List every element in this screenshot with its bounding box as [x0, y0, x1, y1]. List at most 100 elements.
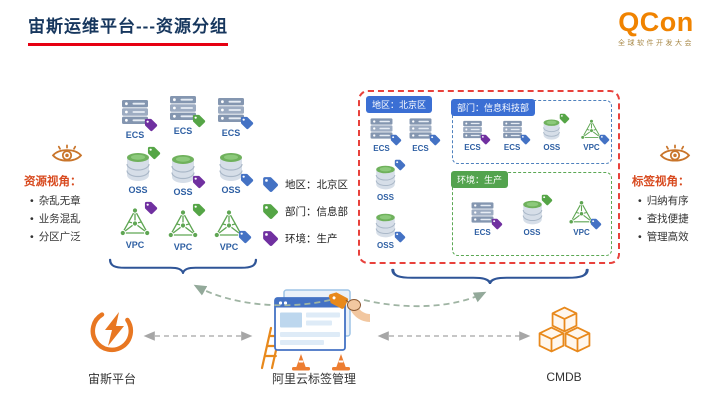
tag-icon	[192, 203, 206, 217]
tag-icon	[262, 203, 279, 220]
resource-label: ECS	[503, 143, 521, 152]
cmdb-label: CMDB	[546, 370, 582, 384]
resource-label: VPC	[219, 242, 239, 252]
arrow-tag-to-groups	[363, 291, 487, 308]
tag-legend: 地区：北京区 部门：信息部 环境：生产	[262, 176, 348, 257]
eye-icon	[50, 144, 84, 165]
resource-ecs: ECS	[208, 94, 254, 138]
page-title: 宙斯运维平台---资源分组	[28, 12, 228, 46]
resource-label: VPC	[173, 242, 193, 252]
hand-with-tag-icon	[328, 292, 370, 322]
resource-view-panel: 资源视角： 杂乱无章 业务混乱 分区广泛	[24, 144, 110, 247]
resource-oss: OSS	[372, 212, 399, 250]
resource-label: ECS	[373, 144, 390, 153]
tag-icon	[520, 134, 531, 145]
legend-label: 部门：信息部	[285, 206, 348, 218]
resource-oss: OSS	[372, 164, 399, 202]
qcon-logo-text: QCon	[618, 7, 694, 37]
tag-manager-label: 阿里云标签管理	[271, 372, 356, 386]
tag-icon	[394, 159, 406, 171]
resource-ecs: ECS	[501, 118, 524, 152]
resource-label: OSS	[221, 185, 241, 195]
environment-group-box: 环境：生产 ECS OSS VPC	[451, 171, 612, 256]
bullet-item: 管理高效	[638, 229, 718, 247]
tag-icon	[238, 230, 252, 244]
bullet-item: 归纳有序	[638, 193, 718, 211]
qcon-logo: QCon 全球软件开发大会	[618, 8, 694, 48]
tag-icon	[240, 116, 254, 130]
resource-oss: OSS	[160, 153, 206, 197]
resource-vpc: VPC	[112, 206, 158, 250]
resource-vpc: VPC	[206, 208, 252, 252]
legend-label: 环境：生产	[285, 233, 338, 245]
tag-icon	[491, 218, 503, 230]
legend-item-region: 地区：北京区	[262, 176, 348, 193]
legend-item-environment: 环境：生产	[262, 230, 348, 247]
untagged-resource-cluster: ECS ECS ECS OSS OSS OSS	[112, 94, 254, 252]
resource-label: ECS	[474, 228, 491, 237]
bullet-item: 查找便捷	[638, 211, 718, 229]
resource-view-heading: 资源视角：	[24, 176, 82, 188]
zeus-platform-logo	[88, 306, 136, 354]
tag-icon	[240, 173, 254, 187]
resource-oss: OSS	[540, 118, 563, 152]
tag-icon	[147, 146, 161, 160]
tag-icon	[480, 134, 491, 145]
tag-icon	[541, 194, 553, 206]
resource-vpc: VPC	[160, 208, 206, 252]
tag-icon	[590, 218, 602, 230]
tag-view-panel: 标签视角： 归纳有序 查找便捷 管理高效	[632, 144, 718, 247]
legend-item-department: 部门：信息部	[262, 203, 348, 220]
tag-icon	[394, 231, 406, 243]
resource-oss: OSS	[208, 151, 254, 195]
bullet-item: 业务混乱	[30, 211, 110, 229]
legend-label: 地区：北京区	[285, 179, 348, 191]
resource-label: VPC	[125, 240, 145, 250]
tag-icon	[144, 118, 158, 132]
resource-ecs: ECS	[160, 92, 206, 136]
resource-vpc: VPC	[580, 118, 603, 152]
cube-icon	[564, 326, 591, 353]
resource-vpc: VPC	[568, 199, 595, 237]
tag-view-bullets: 归纳有序 查找便捷 管理高效	[632, 193, 718, 247]
resource-label: ECS	[173, 126, 193, 136]
tag-icon	[599, 134, 610, 145]
resource-ecs: ECS	[407, 115, 434, 153]
bullet-item: 杂乱无章	[30, 193, 110, 211]
resource-view-bullets: 杂乱无章 业务混乱 分区广泛	[24, 193, 110, 247]
resource-label: VPC	[573, 228, 590, 237]
region-group-label: 地区：北京区	[366, 96, 433, 113]
right-brace	[391, 268, 589, 284]
eye-icon	[658, 144, 692, 165]
tag-icon	[559, 113, 570, 124]
tag-icon	[192, 175, 206, 189]
resource-label: ECS	[221, 128, 241, 138]
resource-label: OSS	[523, 228, 541, 237]
department-group-box: 部门：信息科技部 ECS ECS OSS VPC	[451, 99, 612, 164]
resource-ecs: ECS	[461, 118, 484, 152]
resource-ecs: ECS	[112, 96, 158, 140]
resource-label: OSS	[173, 187, 193, 197]
region-resources: ECS ECS	[368, 115, 434, 153]
tag-icon	[262, 176, 279, 193]
tag-icon	[192, 114, 206, 128]
qcon-logo-subtitle: 全球软件开发大会	[618, 40, 694, 48]
tag-view-heading: 标签视角：	[632, 176, 690, 188]
resource-label: VPC	[583, 143, 600, 152]
resource-label: ECS	[125, 130, 145, 140]
resource-oss: OSS	[519, 199, 546, 237]
traffic-cones-icon	[292, 354, 350, 371]
region-group-box	[358, 90, 620, 264]
resource-label: OSS	[377, 193, 394, 202]
environment-group-label: 环境：生产	[451, 171, 509, 188]
tag-icon	[390, 134, 402, 146]
cube-icon	[538, 326, 565, 353]
department-group-label: 部门：信息科技部	[451, 99, 536, 116]
tag-icon	[144, 201, 158, 215]
resource-oss: OSS	[115, 151, 161, 195]
resource-label: ECS	[464, 143, 481, 152]
bullet-item: 分区广泛	[30, 229, 110, 247]
left-brace	[108, 258, 258, 274]
resource-label: OSS	[543, 143, 561, 152]
